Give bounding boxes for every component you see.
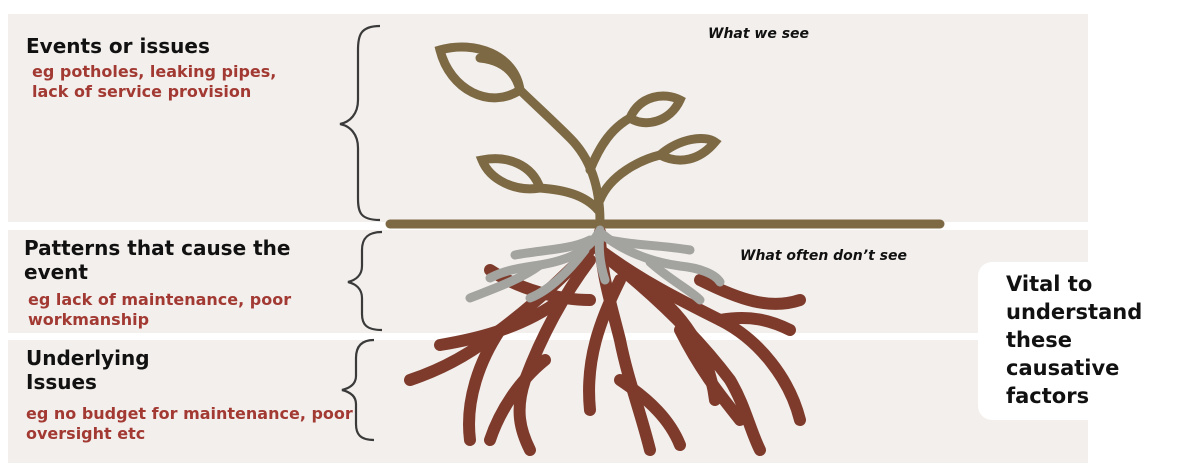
curly-brace-icon <box>340 26 380 220</box>
section-heading-patterns: Patterns that cause the event <box>24 236 324 284</box>
section-heading-underlying: Underlying Issues <box>26 346 226 394</box>
curly-brace-icon <box>348 232 382 330</box>
section-example-patterns: eg lack of maintenance, poor workmanship <box>28 290 328 330</box>
section-heading-events: Events or issues <box>26 34 210 58</box>
note-what-we-see: What we see <box>708 26 809 42</box>
section-example-underlying: eg no budget for maintenance, poor overs… <box>26 404 366 444</box>
side-callout-text: Vital to understand these causative fact… <box>1006 270 1178 410</box>
shallow-roots-icon <box>470 230 720 300</box>
note-what-often-dont-see: What often don’t see <box>740 248 907 264</box>
section-example-events: eg potholes, leaking pipes, lack of serv… <box>32 62 302 102</box>
plant-icon <box>440 47 715 222</box>
